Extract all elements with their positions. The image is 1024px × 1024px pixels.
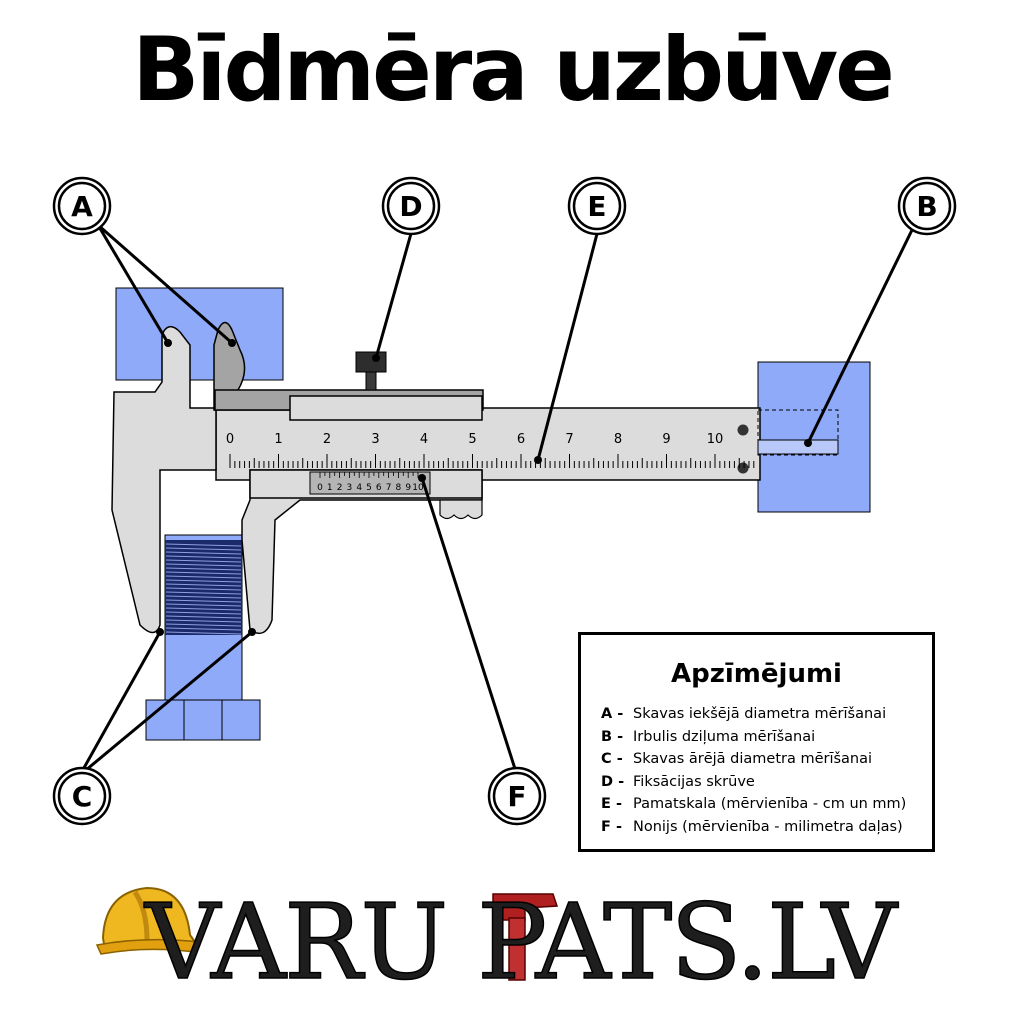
main-scale-label: 10 [707, 432, 724, 447]
vernier-scale-label: 9 [405, 483, 411, 493]
thread-line [165, 567, 242, 571]
legend-item: C -Skavas ārējā diametra mērīšanai [581, 748, 932, 771]
callout-f: F [487, 766, 547, 826]
main-scale-labels: 0 1 2 3 4 5 6 7 8 9 10 [226, 432, 723, 447]
callout-e: E [567, 176, 627, 236]
locking-screw-head [355, 351, 387, 373]
depth-rod [757, 439, 839, 455]
thread-line [165, 571, 242, 575]
svg-text:A: A [71, 190, 93, 223]
leader-c1 [78, 631, 162, 776]
main-scale-label: 9 [662, 432, 670, 447]
main-scale-ticks [229, 454, 755, 468]
leader-e [536, 229, 600, 461]
thread-line [165, 575, 242, 579]
legend-key: B - [601, 728, 624, 745]
legend-key: E - [601, 796, 622, 812]
page-title: Bīdmēra uzbūve [132, 18, 895, 121]
thread-line [165, 579, 242, 583]
thumb-wheel [439, 499, 483, 520]
svg-text:C: C [72, 780, 93, 813]
legend-box: Apzīmējumi A -Skavas iekšējā diametra mē… [578, 632, 935, 852]
vernier-scale-label: 0 [317, 483, 323, 493]
thread-line [165, 559, 242, 563]
main-scale-label: 5 [468, 432, 476, 447]
legend-item: D -Fiksācijas skrūve [581, 771, 932, 794]
callout-c: C [52, 766, 112, 826]
leader-a1 [96, 224, 170, 344]
thread-line [165, 611, 242, 615]
legend-item: A -Skavas iekšējā diametra mērīšanai [581, 703, 932, 726]
vernier-scale-label: 4 [356, 483, 362, 493]
legend-key: F - [601, 818, 622, 835]
callout-a: A [52, 176, 112, 236]
thread-line [165, 599, 242, 603]
slider-top-window [289, 395, 483, 421]
thread-line [165, 603, 242, 607]
inside-jaws-highlight [115, 287, 284, 381]
main-scale-label: 0 [226, 432, 234, 447]
main-scale-label: 3 [371, 432, 379, 447]
cylinder-highlight [145, 699, 261, 741]
callout-d: D [381, 176, 441, 236]
depth-rod-highlight [757, 361, 871, 513]
leader-a2 [97, 223, 233, 345]
fixed-jaw [111, 326, 217, 634]
svg-text:B: B [916, 190, 937, 223]
main-scale-label: 4 [420, 432, 428, 447]
thread-line [165, 615, 242, 619]
svg-text:F: F [507, 780, 526, 813]
vernier-scale-label: 10 [412, 483, 424, 493]
leader-f [420, 477, 518, 773]
legend-item: E -Pamatskala (mērvienība - cm un mm) [581, 793, 932, 816]
callout-b: B [897, 176, 957, 236]
hammer-icon [492, 893, 559, 981]
thread-line [165, 619, 242, 623]
legend-title: Apzīmējumi [671, 659, 842, 689]
legend-key: A - [601, 706, 624, 722]
main-scale-label: 7 [565, 432, 573, 447]
legend-list: A -Skavas iekšējā diametra mērīšanai B -… [581, 703, 932, 838]
legend-key: C - [601, 751, 623, 767]
thread-line [165, 595, 242, 599]
thread-line [165, 591, 242, 595]
legend-item: B -Irbulis dziļuma mērīšanai [581, 726, 932, 749]
thread-line [165, 547, 242, 551]
thread-line [165, 551, 242, 555]
main-scale-label: 2 [323, 432, 331, 447]
leader-b [806, 229, 914, 444]
vernier-scale-label: 3 [347, 483, 353, 493]
leader-c2 [79, 630, 253, 777]
hard-hat-icon [95, 886, 202, 955]
thread-line [165, 627, 242, 631]
thread-line [165, 555, 242, 559]
logo-text: VARU PATS.LV [143, 881, 899, 990]
legend-key: D - [601, 773, 625, 790]
svg-text:E: E [587, 190, 606, 223]
main-scale-label: 1 [274, 432, 282, 447]
thread-line [165, 631, 242, 635]
svg-text:D: D [399, 190, 422, 223]
thread-line [165, 587, 242, 591]
main-scale-label: 6 [517, 432, 525, 447]
legend-item: F -Nonijs (mērvienība - milimetra daļas) [581, 816, 932, 839]
main-scale-label: 8 [614, 432, 622, 447]
thread-line [165, 623, 242, 627]
vernier-scale-label: 2 [337, 483, 343, 493]
vernier-scale-label: 7 [386, 483, 392, 493]
vernier-scale-label: 6 [376, 483, 382, 493]
vernier-scale-label: 8 [396, 483, 402, 493]
varu-pats-logo: VARU PATS.LV [95, 880, 901, 990]
thread-line [165, 543, 242, 547]
vernier-scale-label: 1 [327, 483, 333, 493]
vernier-scale-label: 5 [366, 483, 372, 493]
leader-d [374, 229, 414, 359]
thread-line [165, 583, 242, 587]
thread-line [165, 563, 242, 567]
vernier-scale-ticks [319, 472, 419, 478]
thread-line [165, 607, 242, 611]
depth-rod-outline [757, 409, 839, 456]
